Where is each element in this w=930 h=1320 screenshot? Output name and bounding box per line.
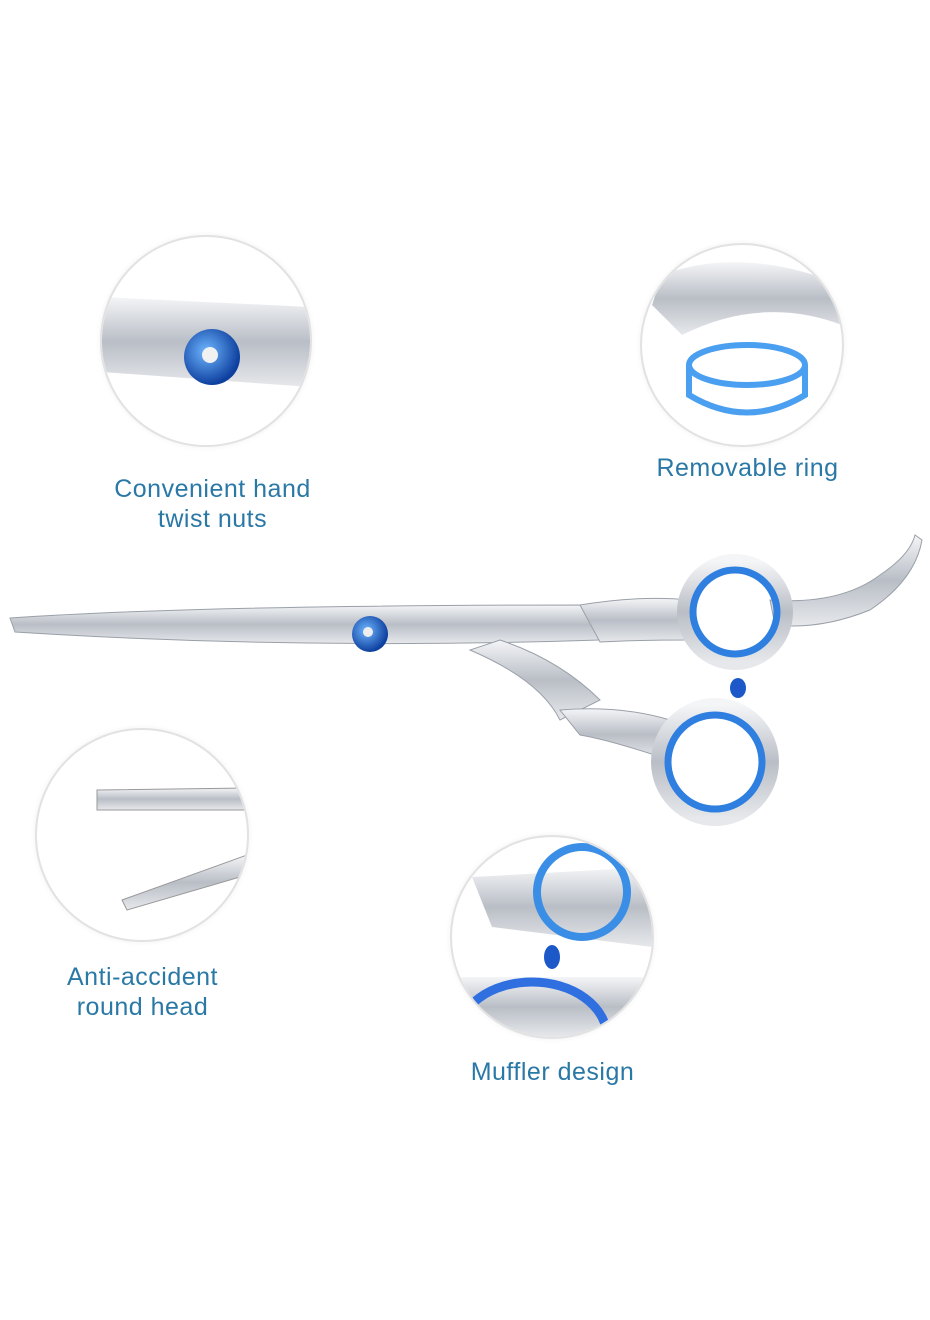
label-line: Muffler design	[470, 1058, 635, 1086]
scissors	[9, 534, 923, 826]
feature-label-round-head: Anti-accident round head	[0, 962, 285, 1022]
feature-label-muffler: Muffler design	[410, 1057, 695, 1087]
label-line: Anti-accident	[66, 963, 219, 991]
twist-nut-icon	[102, 297, 310, 387]
label-line: Convenient hand	[114, 475, 311, 503]
label-line: twist nuts	[157, 505, 268, 533]
label-line: Removable ring	[656, 454, 839, 482]
feature-circle-twist-nut	[100, 235, 312, 447]
round-head-icon	[96, 787, 247, 911]
muffler-icon	[452, 843, 652, 1037]
feature-circle-round-head	[35, 728, 249, 942]
removable-ring-icon	[652, 262, 842, 416]
feature-circle-muffler	[450, 835, 654, 1039]
feature-circle-removable-ring	[640, 243, 844, 447]
label-line: round head	[76, 993, 209, 1021]
feature-label-twist-nut: Convenient hand twist nuts	[60, 474, 365, 534]
feature-label-removable-ring: Removable ring	[600, 453, 895, 483]
